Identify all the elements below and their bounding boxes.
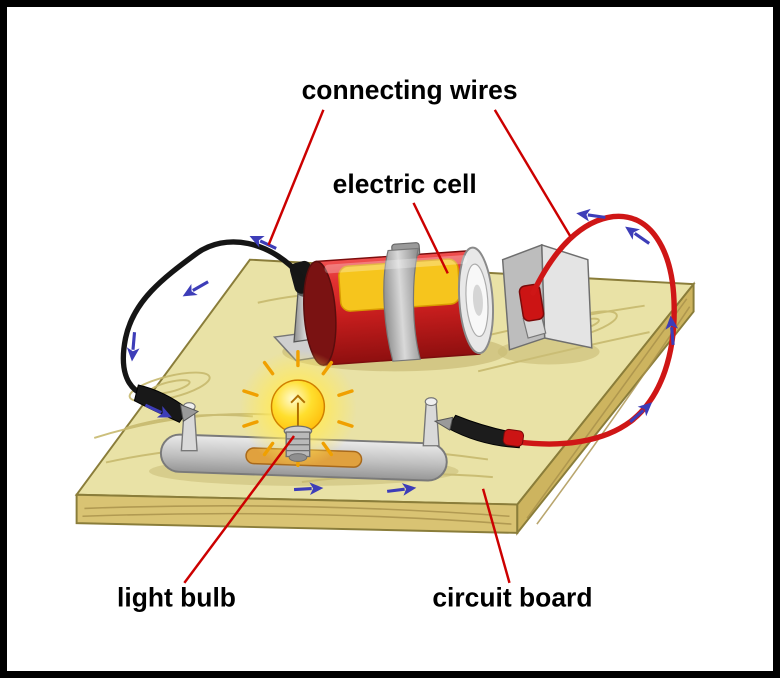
current-arrow [576,208,606,222]
current-arrow [665,315,679,345]
battery-highlight [324,255,468,274]
battery-holder-right [501,243,593,351]
current-arrow [629,402,653,424]
label-circuit-board: circuit board [432,582,592,612]
leader-lines [183,109,572,584]
battery-terminal-button [472,284,483,316]
leader-connecting-wires-right [493,109,572,237]
bulb-rays [242,350,354,468]
leader-light-bulb [183,435,296,584]
red-wire [514,213,677,447]
black-wire [120,239,305,398]
current-arrow [625,226,651,245]
battery-metal-strap [383,247,421,362]
current-arrow [144,403,173,418]
label-light-bulb: light bulb [117,582,236,612]
alligator-clip-right [433,414,525,449]
leader-electric-cell [412,202,449,274]
bulb-filament [290,394,306,430]
current-arrow [126,332,140,362]
current-arrow [386,483,417,496]
red-clip-boot [518,283,545,322]
label-connecting-wires: connecting wires [302,75,518,105]
circuit-diagram: connecting wires electric cell light bul… [74,75,696,612]
current-arrow [293,482,324,496]
alligator-clip-left [133,384,200,423]
label-electric-cell: electric cell [333,169,477,199]
leader-circuit-board [481,488,511,584]
holder-plate-front [541,243,593,349]
bulb-base [285,431,311,462]
current-arrow [182,280,209,297]
current-arrows [126,208,679,496]
light-bulb [239,349,357,468]
electric-cell [303,242,494,366]
right-post [422,397,440,447]
leader-connecting-wires-left [267,109,325,246]
